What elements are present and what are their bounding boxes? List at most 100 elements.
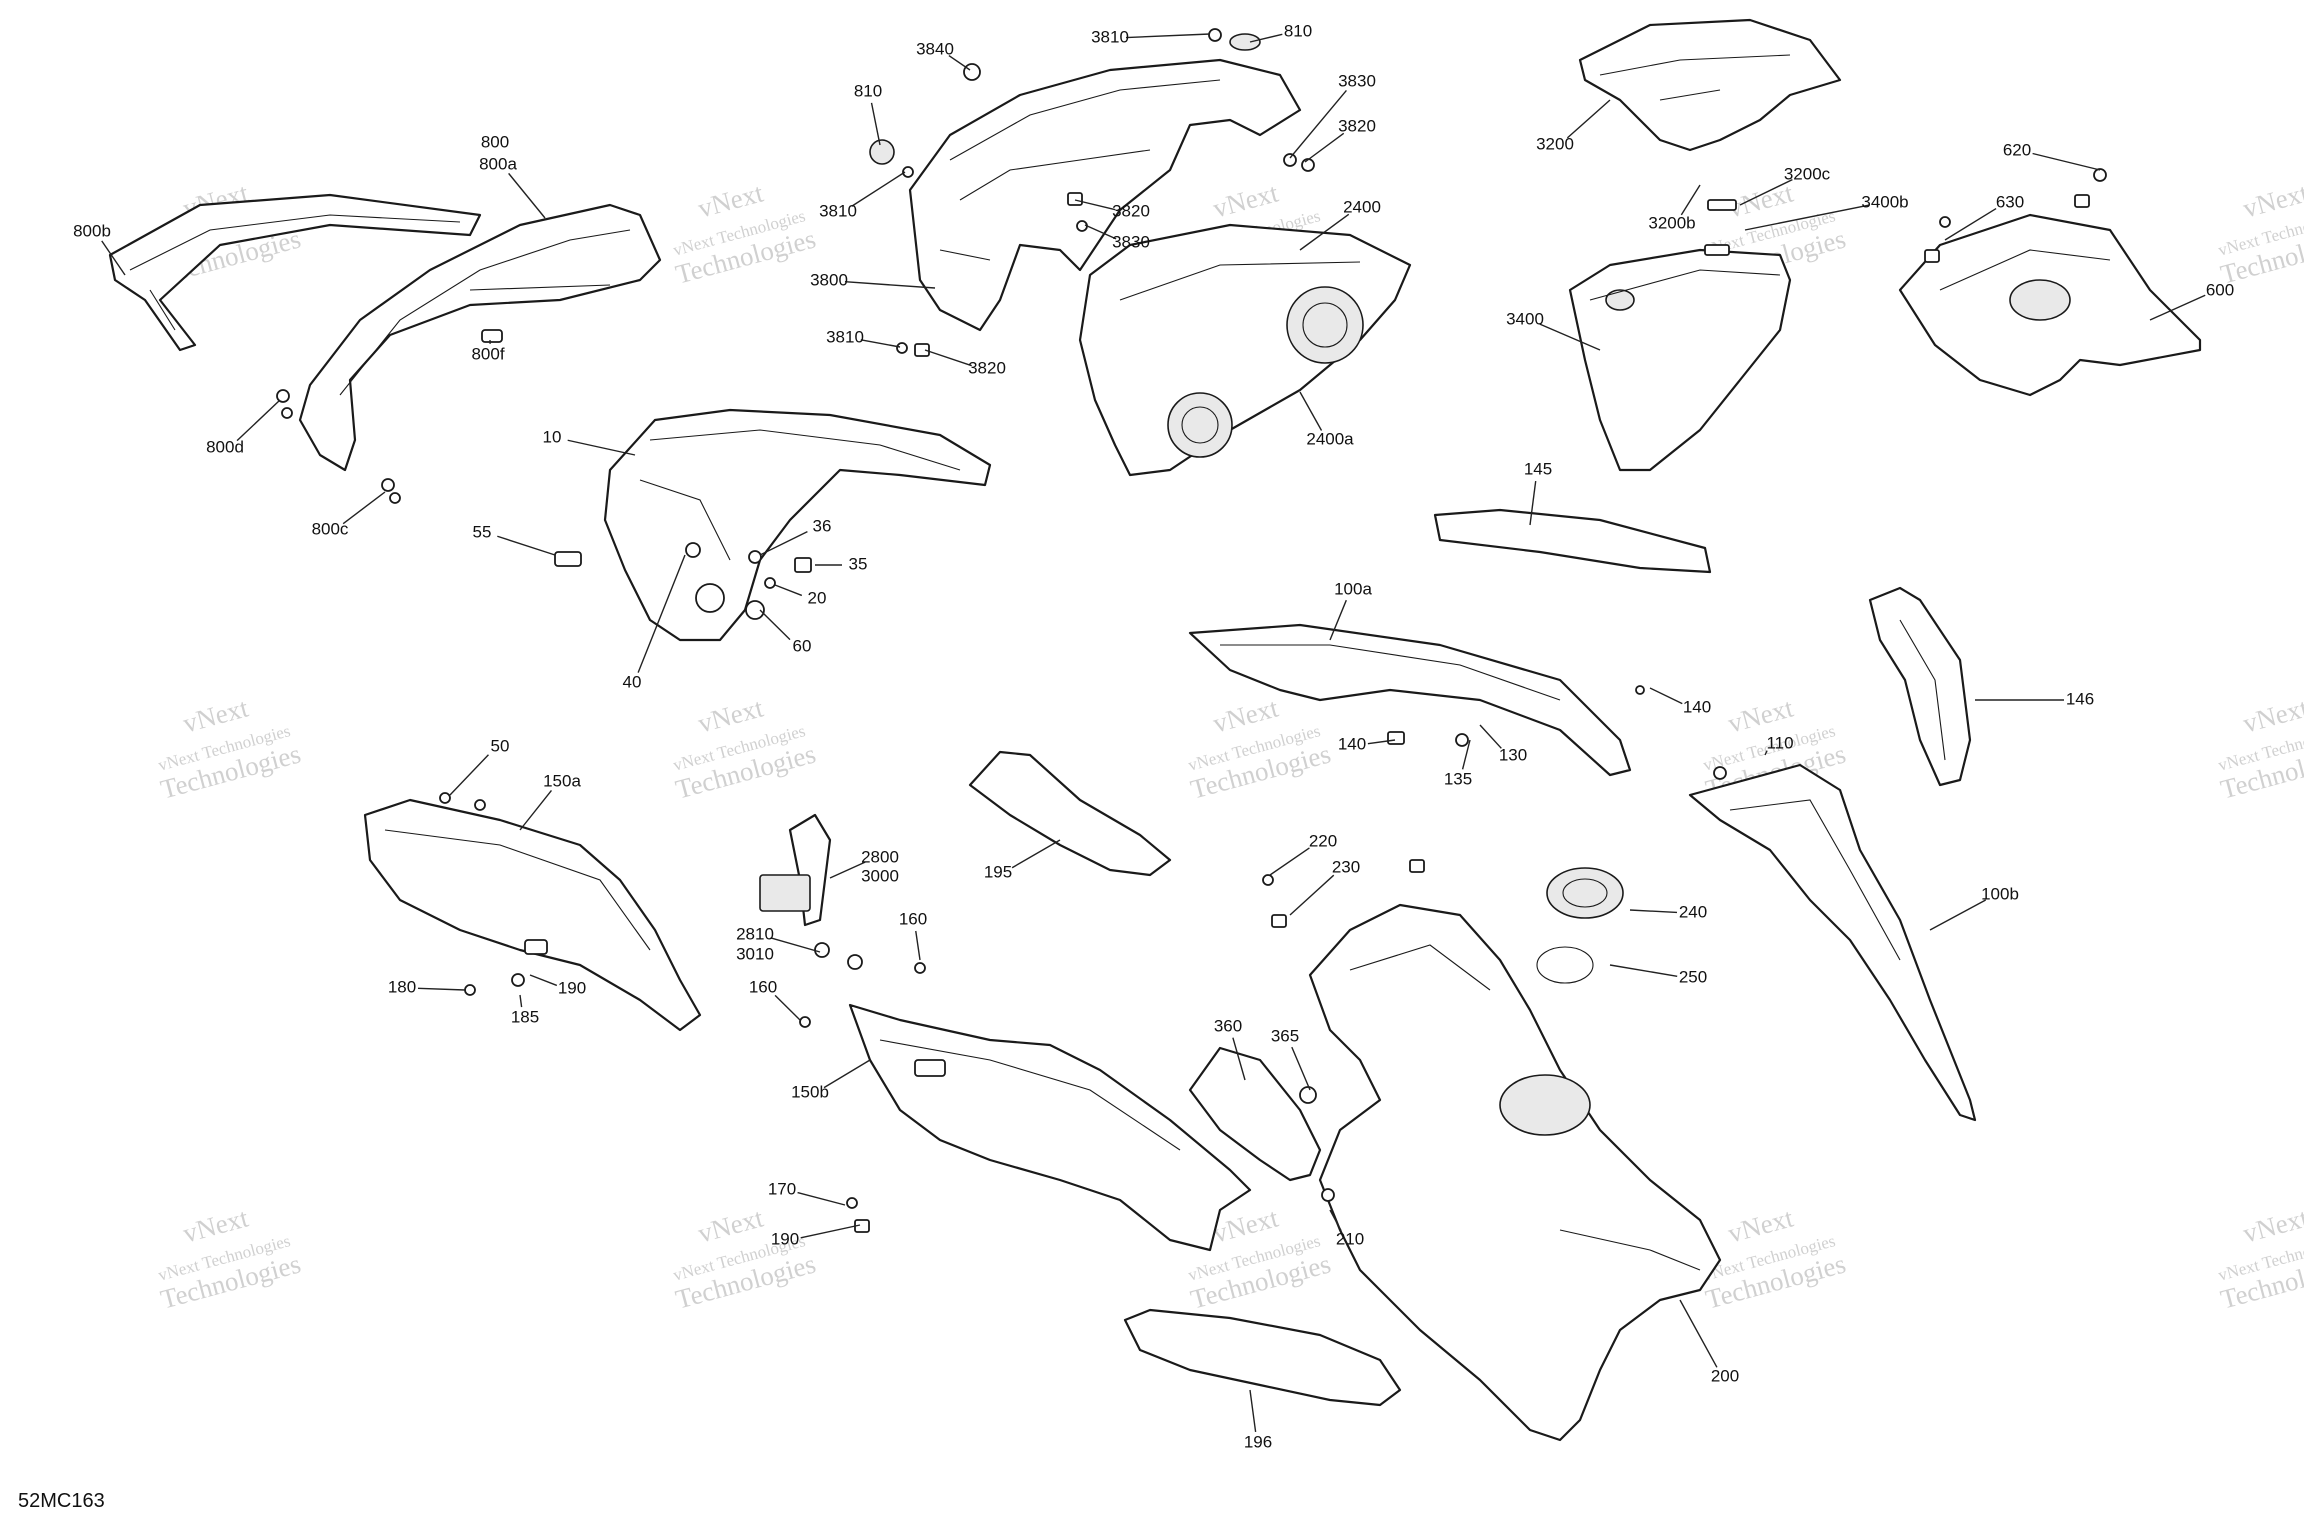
- part-145-strip: [1433, 508, 1712, 574]
- callout-label-c3200b: 3200b: [1648, 213, 1695, 232]
- leader-line-c210: [1329, 1209, 1342, 1232]
- callout-label-c2400: 2400: [1343, 197, 1381, 216]
- watermark-text: vNext: [2240, 177, 2304, 223]
- leader-line-c800a: [508, 172, 546, 219]
- leader-line-c185: [519, 994, 523, 1008]
- leader-line-c150b: [823, 1059, 871, 1089]
- callout-label-c3840: 3840: [916, 39, 954, 58]
- leader-line-c230: [1289, 874, 1335, 916]
- leader-line-c170: [797, 1191, 846, 1206]
- leader-line-c190a: [529, 974, 558, 987]
- part-3400-storage-bin: [1568, 248, 1792, 472]
- callout-label-c36: 36: [813, 516, 832, 535]
- callout-label-c800a: 800a: [479, 154, 517, 173]
- callout-label-c2400a: 2400a: [1306, 429, 1354, 448]
- leader-line-c630: [1944, 207, 1997, 241]
- callout-label-c40: 40: [623, 672, 642, 691]
- leader-line-c196: [1249, 1389, 1257, 1433]
- callout-label-c135: 135: [1444, 769, 1472, 788]
- leader-line-c100a: [1329, 599, 1347, 641]
- drawing-code: 52MC163: [18, 1490, 105, 1512]
- callout-label-c3820c: 3820: [968, 358, 1006, 377]
- leader-line-c620: [2032, 152, 2101, 171]
- leader-line-c600: [2149, 294, 2206, 321]
- callout-label-c810b: 810: [854, 81, 882, 100]
- leader-line-c3840: [948, 54, 971, 71]
- leader-line-c180: [417, 987, 466, 991]
- leader-line-c160b: [774, 994, 801, 1021]
- callout-label-c3820b: 3820: [1112, 201, 1150, 220]
- callout-label-c250: 250: [1679, 967, 1707, 986]
- leader-line-c3820b: [1074, 199, 1116, 211]
- callout-label-c3200: 3200: [1536, 134, 1574, 153]
- leader-line-c3200: [1566, 99, 1611, 139]
- callout-label-c365: 365: [1271, 1026, 1299, 1045]
- callout-label-c145: 145: [1524, 459, 1552, 478]
- watermark-text: vNext: [1725, 1202, 1797, 1248]
- leader-line-c50: [449, 754, 489, 796]
- callout-label-c800d: 800d: [206, 437, 244, 456]
- callout-label-c3830b: 3830: [1112, 232, 1150, 251]
- callout-label-c180: 180: [388, 977, 416, 996]
- callout-label-c2810: 2810: [736, 924, 774, 943]
- leader-line-c240: [1629, 909, 1678, 914]
- callout-label-c210: 210: [1336, 1229, 1364, 1248]
- callout-label-c100b: 100b: [1981, 884, 2019, 903]
- leader-line-c3200c: [1739, 178, 1793, 206]
- callout-label-c185: 185: [511, 1007, 539, 1026]
- watermark-text: vNext: [180, 1202, 252, 1248]
- callout-label-c130: 130: [1499, 745, 1527, 764]
- callout-label-c140a: 140: [1683, 697, 1711, 716]
- leader-line-c140b: [1367, 739, 1396, 745]
- callout-label-c50: 50: [491, 736, 510, 755]
- leader-line-c60: [759, 609, 791, 641]
- leader-line-c40: [637, 554, 686, 673]
- leader-line-c145: [1529, 480, 1537, 526]
- leader-line-c360: [1232, 1037, 1246, 1081]
- part-150a-side-cover: [363, 798, 702, 1032]
- callout-label-c3810a: 3810: [1091, 27, 1129, 46]
- callout-label-c60: 60: [793, 636, 812, 655]
- watermark-text: vNext: [695, 177, 767, 223]
- callout-label-c160a: 160: [899, 909, 927, 928]
- callout-label-c160b: 160: [749, 977, 777, 996]
- callout-label-c55: 55: [473, 522, 492, 541]
- leader-line-c3400: [1539, 323, 1601, 351]
- leader-line-c55: [497, 535, 556, 556]
- part-800-front-fairing: [298, 203, 662, 472]
- watermark-text: vNext: [1725, 692, 1797, 738]
- part-100b-rear-side-panel: [1688, 763, 1977, 1122]
- leader-line-c3820a: [1304, 132, 1345, 163]
- callout-label-c800c: 800c: [312, 519, 349, 538]
- part-800b-spoiler: [108, 193, 482, 352]
- callout-label-c220: 220: [1309, 831, 1337, 850]
- leader-line-c2400: [1299, 213, 1350, 251]
- leader-line-c20: [774, 584, 803, 597]
- callout-label-c3800: 3800: [810, 270, 848, 289]
- callout-label-c800: 800: [481, 132, 509, 151]
- watermark-text: vNext: [1210, 692, 1282, 738]
- callout-label-c3400: 3400: [1506, 309, 1544, 328]
- callout-label-c800f: 800f: [471, 344, 504, 363]
- leader-line-c140a: [1649, 687, 1683, 705]
- callout-label-c150b: 150b: [791, 1082, 829, 1101]
- leader-line-c3800: [844, 281, 936, 289]
- callout-label-c620: 620: [2003, 140, 2031, 159]
- leader-line-c110: [1764, 750, 1768, 756]
- leader-line-c810b: [870, 102, 881, 146]
- callout-label-c360: 360: [1214, 1016, 1242, 1035]
- callout-label-c630: 630: [1996, 192, 2024, 211]
- part-196-lower-trim: [1123, 1308, 1402, 1407]
- callout-label-c3820a: 3820: [1338, 116, 1376, 135]
- leader-line-c800c: [342, 491, 386, 525]
- leader-line-c810a: [1249, 33, 1283, 43]
- callout-label-c110: 110: [1766, 733, 1793, 752]
- leader-line-c365: [1291, 1046, 1311, 1091]
- callout-label-c190b: 190: [771, 1229, 799, 1248]
